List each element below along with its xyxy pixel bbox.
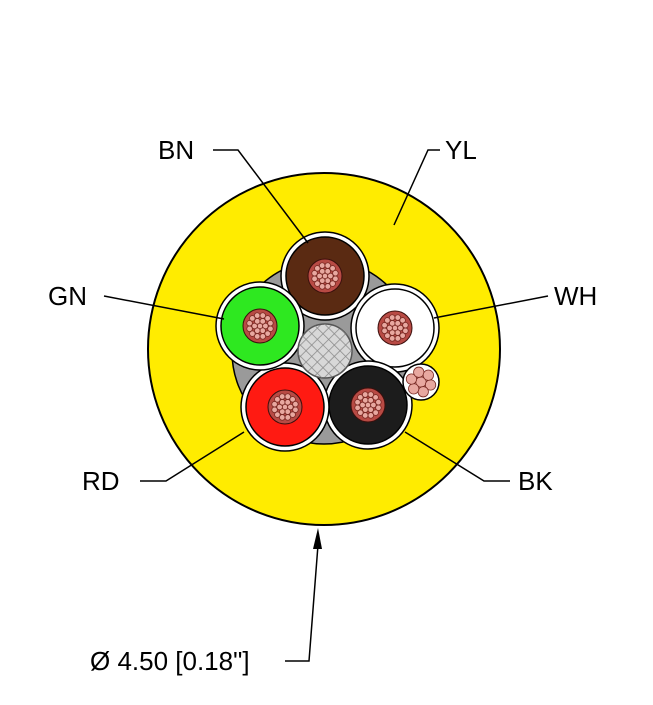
label-yl: YL bbox=[445, 135, 477, 165]
core-bn bbox=[280, 231, 370, 321]
label-gn: GN bbox=[48, 281, 87, 311]
label-wh: WH bbox=[554, 281, 597, 311]
cores bbox=[215, 231, 440, 452]
leader-dimension bbox=[285, 544, 319, 662]
center-filler bbox=[297, 323, 353, 379]
leader-bn bbox=[213, 149, 309, 244]
dimension-arrowhead bbox=[313, 528, 322, 549]
label-rd: RD bbox=[82, 466, 120, 496]
core-rd bbox=[240, 362, 330, 452]
leader-wh bbox=[433, 295, 549, 319]
leader-rd bbox=[140, 431, 245, 482]
label-bk: BK bbox=[518, 466, 553, 496]
label-bn: BN bbox=[158, 135, 194, 165]
leader-bk bbox=[404, 431, 510, 482]
drain-wire bbox=[402, 363, 440, 401]
leader-yl bbox=[393, 149, 440, 226]
core-bk bbox=[323, 360, 413, 450]
leader-gn bbox=[103, 295, 225, 320]
dimension-label: Ø 4.50 [0.18"] bbox=[90, 646, 250, 676]
core-gn bbox=[215, 281, 305, 371]
core-wh bbox=[350, 283, 440, 373]
